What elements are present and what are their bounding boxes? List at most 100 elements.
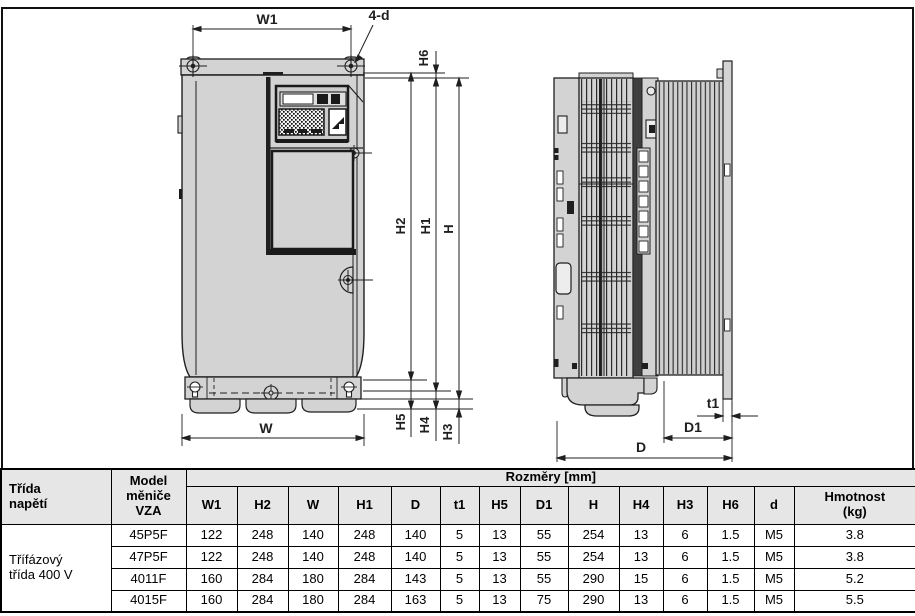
- dim-value-cell: 284: [236, 567, 289, 591]
- dim-value-cell: 6: [662, 589, 708, 613]
- dim-value-cell: 6: [662, 523, 708, 547]
- dim-label-t1: t1: [707, 395, 720, 411]
- screw-hole: [646, 86, 656, 96]
- dim-value-cell: 13: [478, 523, 521, 547]
- dim-value-cell: 163: [390, 589, 441, 613]
- dim-value-cell: 160: [185, 589, 238, 613]
- model-cell: 4015F: [110, 589, 187, 613]
- dim-value-cell: 248: [236, 523, 289, 547]
- dim-value-cell: 5.5: [793, 589, 915, 613]
- mounting-screw-top-right: [337, 55, 365, 77]
- back-mounting-plate: [722, 60, 733, 400]
- table-row: 4015F 160 284 180 284 163 5 13 75 290 13…: [1, 589, 915, 613]
- side-latch-screw: [338, 266, 373, 294]
- dim-value-cell: 284: [337, 567, 392, 591]
- dim-value-cell: 180: [287, 567, 339, 591]
- dimension-labels: W1 4-d H6 H2 H1 H W H5 H4 H3 t1 D1 D: [257, 9, 720, 455]
- dim-label-h5: H5: [393, 414, 408, 431]
- table-row: Třífázový třída 400 V 45P5F 122 248 140 …: [0, 523, 915, 613]
- dim-value-cell: 13: [618, 523, 664, 547]
- dim-value-cell: 248: [236, 545, 289, 569]
- side-view: [553, 60, 733, 417]
- dim-value-cell: 55: [519, 545, 569, 569]
- table-row: 47P5F 122 248 140 248 140 5 13 55 254 13…: [1, 545, 915, 569]
- dim-value-cell: 284: [236, 589, 289, 613]
- dimensions-table: Třída napětí Model měniče VZA Rozměry [m…: [0, 468, 915, 613]
- dims-header-cell: Rozměry [mm]: [185, 468, 915, 487]
- col-header-t1: t1: [439, 485, 480, 525]
- front-view: [177, 55, 373, 414]
- dim-label-h4: H4: [417, 416, 432, 433]
- voltage-class-cell: Třífázový třída 400 V: [0, 523, 112, 613]
- dim-value-cell: 15: [618, 567, 664, 591]
- dim-value-cell: 13: [618, 545, 664, 569]
- dim-value-cell: 5: [439, 545, 480, 569]
- col-header-h3: H3: [662, 485, 708, 525]
- dim-value-cell: M5: [753, 589, 795, 613]
- keyhole-slot-left: [187, 381, 203, 398]
- keyhole-slot-right: [341, 381, 357, 398]
- dim-value-cell: 180: [287, 589, 339, 613]
- dim-value-cell: 13: [478, 545, 521, 569]
- dim-value-cell: M5: [753, 545, 795, 569]
- dim-value-cell: 1.5: [706, 567, 755, 591]
- col-header-h: H: [567, 485, 620, 525]
- dim-value-cell: 3.8: [793, 523, 915, 547]
- drawing-frame: W1 4-d H6 H2 H1 H W H5 H4 H3 t1 D1 D: [1, 7, 914, 468]
- dim-value-cell: 3.8: [793, 545, 915, 569]
- dim-value-cell: 1.5: [706, 545, 755, 569]
- dimension-drawing: W1 4-d H6 H2 H1 H W H5 H4 H3 t1 D1 D: [177, 9, 758, 462]
- dim-value-cell: M5: [753, 567, 795, 591]
- keypad-button: [317, 94, 328, 104]
- dim-value-cell: 55: [519, 567, 569, 591]
- dim-value-cell: 5: [439, 567, 480, 591]
- dim-label-h6: H6: [416, 50, 431, 67]
- dim-value-cell: 5: [439, 523, 480, 547]
- dim-value-cell: 55: [519, 523, 569, 547]
- keypad-panel: [274, 84, 350, 143]
- dim-value-cell: 140: [287, 545, 339, 569]
- dim-value-cell: 1.5: [706, 523, 755, 547]
- dim-value-cell: 140: [390, 523, 441, 547]
- dim-value-cell: 290: [567, 567, 620, 591]
- col-header-screw-d: d: [753, 485, 795, 525]
- dim-value-cell: 6: [662, 545, 708, 569]
- keypad-button: [331, 94, 340, 104]
- dim-label-d: D: [636, 439, 646, 455]
- dim-value-cell: 5: [439, 589, 480, 613]
- dim-value-cell: 75: [519, 589, 569, 613]
- voltage-class-header-cell: Třída napětí: [0, 468, 112, 525]
- mounting-screw-top-left: [179, 55, 207, 77]
- model-cell: 47P5F: [110, 545, 187, 569]
- col-header-h1: H1: [337, 485, 392, 525]
- dim-value-cell: 13: [478, 567, 521, 591]
- dim-label-h2: H2: [393, 218, 408, 235]
- col-header-d1: D1: [519, 485, 569, 525]
- dimension-lines: [180, 24, 758, 462]
- col-header-h4: H4: [618, 485, 664, 525]
- dim-value-cell: 248: [337, 523, 392, 547]
- logo-arrow-icon: [337, 117, 344, 124]
- col-header-h5: H5: [478, 485, 521, 525]
- dim-value-cell: 1.5: [706, 589, 755, 613]
- dim-value-cell: 248: [337, 545, 392, 569]
- dim-value-cell: 140: [390, 545, 441, 569]
- dim-value-cell: M5: [753, 523, 795, 547]
- dim-value-cell: 122: [185, 523, 238, 547]
- col-header-weight: Hmotnost (kg): [793, 485, 915, 525]
- dim-label-w: W: [259, 420, 273, 436]
- table-row: 4011F 160 284 180 284 143 5 13 55 290 15…: [1, 567, 915, 591]
- dim-value-cell: 160: [185, 567, 238, 591]
- dim-label-h: H: [441, 224, 456, 233]
- dim-value-cell: 284: [337, 589, 392, 613]
- col-header-w1: W1: [185, 485, 238, 525]
- dim-value-cell: 122: [185, 545, 238, 569]
- col-header-h6: H6: [706, 485, 755, 525]
- heatsink-fins: [658, 82, 722, 374]
- col-header-w: W: [287, 485, 339, 525]
- terminal-cover-door: [270, 149, 355, 251]
- dim-label-4d: 4-d: [369, 9, 390, 23]
- dim-value-cell: 6: [662, 567, 708, 591]
- dim-value-cell: 290: [567, 589, 620, 613]
